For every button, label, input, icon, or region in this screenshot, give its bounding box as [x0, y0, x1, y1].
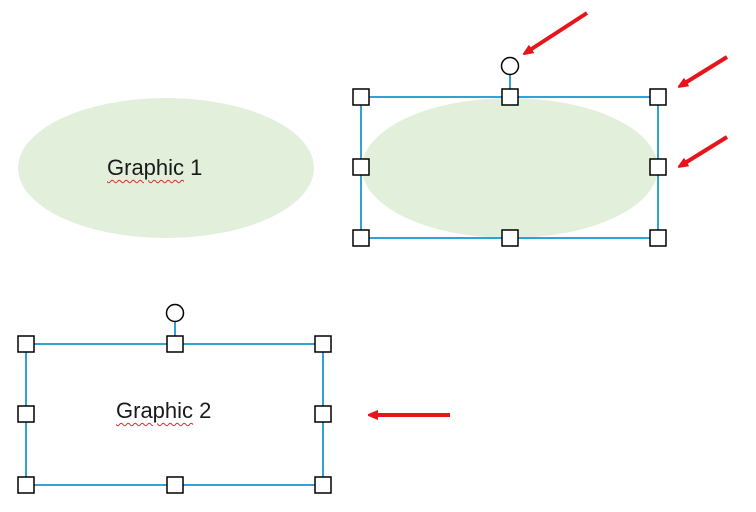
square-handle-icon[interactable] [352, 158, 370, 176]
square-handle-icon[interactable] [649, 88, 667, 106]
square-handle-icon[interactable] [352, 229, 370, 247]
selected-ellipse[interactable] [362, 98, 658, 238]
graphic-2-label: Graphic 2 [116, 400, 211, 422]
red-arrow-icon [530, 11, 589, 50]
square-handle-icon[interactable] [166, 335, 184, 353]
circle-rotate-icon[interactable] [165, 303, 185, 323]
square-handle-icon[interactable] [352, 88, 370, 106]
square-handle-icon[interactable] [17, 335, 35, 353]
graphic-2-group[interactable] [17, 303, 332, 494]
graphic-1-label-number: 1 [190, 155, 203, 180]
graphic-1-ellipse[interactable] [18, 98, 314, 238]
square-handle-icon[interactable] [166, 476, 184, 494]
square-handle-icon[interactable] [501, 229, 519, 247]
square-handle-icon[interactable] [314, 476, 332, 494]
square-handle-icon[interactable] [314, 405, 332, 423]
square-handle-icon[interactable] [17, 405, 35, 423]
selected-ellipse-group[interactable] [352, 56, 667, 247]
red-arrow-icon [685, 135, 729, 163]
red-arrow-icon [685, 55, 729, 83]
square-handle-icon[interactable] [314, 335, 332, 353]
square-handle-icon[interactable] [501, 88, 519, 106]
square-handle-icon[interactable] [17, 476, 35, 494]
square-handle-icon[interactable] [649, 229, 667, 247]
circle-rotate-icon[interactable] [500, 56, 520, 76]
graphic-2-label-number: 2 [199, 398, 212, 423]
graphic-2-label-word: Graphic [116, 398, 194, 423]
graphic-1-label-word: Graphic [107, 155, 185, 180]
graphic-1-label: Graphic 1 [107, 157, 202, 179]
square-handle-icon[interactable] [649, 158, 667, 176]
